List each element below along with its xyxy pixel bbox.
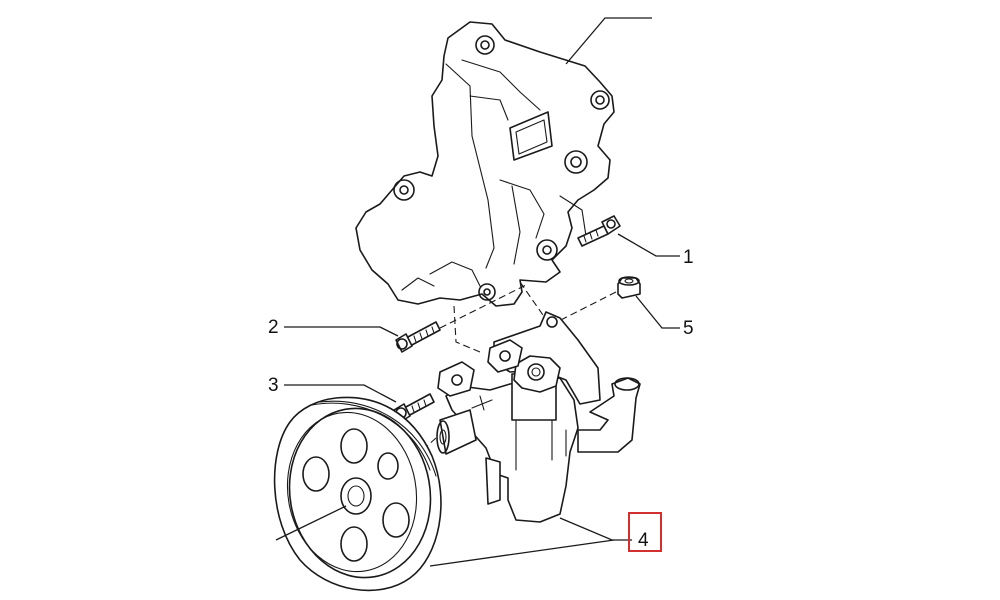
bracket-leader-line bbox=[565, 17, 652, 65]
mounting-bracket bbox=[355, 21, 615, 307]
callout-1-leader bbox=[617, 233, 680, 257]
callout-4-highlight-box bbox=[628, 512, 662, 552]
bolt-2 bbox=[395, 321, 441, 353]
bracket-pump-alignment-line-b bbox=[519, 281, 546, 319]
bushing-5 bbox=[617, 276, 641, 299]
callout-4-leader-upper bbox=[559, 517, 632, 541]
pulley bbox=[273, 396, 442, 592]
bracket-pump-alignment-line-a bbox=[453, 305, 481, 353]
callout-3: 3 bbox=[268, 375, 279, 396]
callout-3-leader bbox=[284, 384, 397, 403]
callout-5-leader bbox=[635, 295, 680, 329]
power-steering-pump bbox=[399, 311, 641, 523]
callout-2: 2 bbox=[268, 317, 279, 338]
callout-4: 4 bbox=[638, 530, 649, 551]
callout-5: 5 bbox=[683, 318, 694, 339]
bolt-1 bbox=[577, 215, 621, 247]
callout-4-leader-lower bbox=[429, 539, 615, 567]
callout-2-leader bbox=[284, 326, 399, 337]
pulley-leader-line bbox=[275, 505, 347, 541]
callout-1: 1 bbox=[683, 247, 694, 268]
